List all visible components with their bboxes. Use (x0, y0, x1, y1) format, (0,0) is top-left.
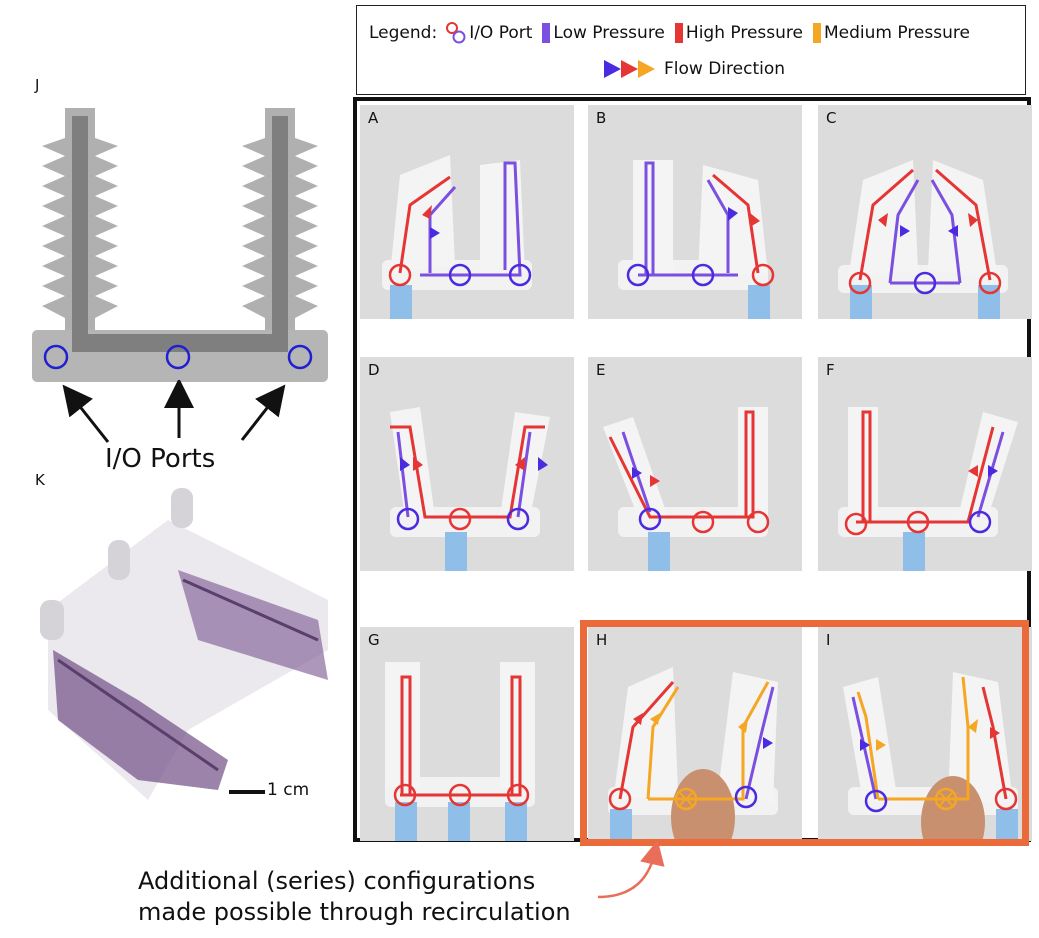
legend-io-port: I/O Port (469, 23, 533, 43)
recirculation-highlight-frame (580, 620, 1029, 846)
config-photo-b: B (588, 105, 802, 319)
flow-direction-arrows-icon (604, 60, 655, 78)
scale-bar-label: 1 cm (267, 780, 310, 800)
legend-high-pressure: High Pressure (685, 23, 803, 43)
gripper-schematic (32, 108, 328, 382)
panel-label-i: I (826, 631, 831, 649)
high-pressure-swatch (674, 23, 683, 43)
panel-label-e: E (596, 361, 606, 379)
panel-label-a: A (368, 109, 379, 127)
io-port-left (43, 344, 69, 370)
panel-label-c: C (826, 109, 837, 127)
low-pressure-swatch (542, 23, 551, 43)
panel-label-j: J (35, 76, 40, 94)
legend-box: Legend: I/O Port Low Pressure High Press… (356, 5, 1026, 95)
caption-text: Additional (series) configurations made … (138, 866, 571, 928)
config-photo-a: A (360, 105, 574, 319)
caption-line-1: Additional (series) configurations (138, 867, 536, 895)
curved-pointer-arrow (597, 842, 665, 899)
panel-label-f: F (826, 361, 835, 379)
config-photo-h: H (588, 627, 802, 841)
panel-label-k: K (35, 471, 45, 489)
config-photo-g: G (360, 627, 574, 841)
caption-line-2: made possible through recirculation (138, 898, 571, 926)
config-photo-d: D (360, 357, 574, 571)
config-photo-i: I (818, 627, 1032, 841)
printed-gripper-photo (40, 488, 328, 800)
io-port-icon (446, 22, 466, 44)
io-port-center (165, 344, 191, 370)
medium-pressure-swatch (812, 23, 821, 43)
legend-row-2: Flow Direction (602, 58, 785, 80)
io-ports-label: I/O Ports (105, 444, 216, 474)
config-photo-c: C (818, 105, 1032, 319)
panel-label-g: G (368, 631, 380, 649)
scale-bar (229, 790, 265, 794)
legend-medium-pressure: Medium Pressure (823, 23, 970, 43)
config-photo-e: E (588, 357, 802, 571)
legend-title: Legend: (369, 23, 438, 43)
legend-flow-direction: Flow Direction (664, 59, 786, 79)
config-photo-f: F (818, 357, 1032, 571)
panel-label-d: D (368, 361, 380, 379)
legend-low-pressure: Low Pressure (553, 23, 665, 43)
port-pointer-arrows (62, 380, 286, 443)
io-port-right (287, 344, 313, 370)
panel-label-b: B (596, 109, 607, 127)
legend-row-1: Legend: I/O Port Low Pressure High Press… (369, 20, 970, 46)
panel-label-h: H (596, 631, 608, 649)
